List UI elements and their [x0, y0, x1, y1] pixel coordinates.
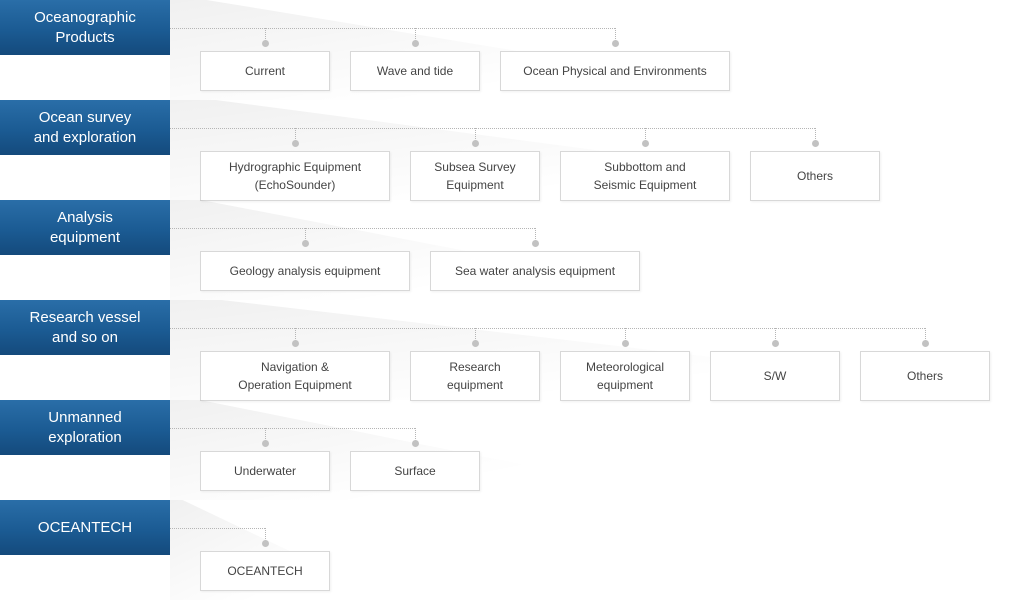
item-others[interactable]: Others	[860, 351, 990, 401]
item-sw[interactable]: S/W	[710, 351, 840, 401]
item-current[interactable]: Current	[200, 51, 330, 91]
item-others[interactable]: Others	[750, 151, 880, 201]
connector-line	[170, 228, 535, 229]
connector-dot	[812, 140, 819, 147]
connector-dot	[922, 340, 929, 347]
item-navigation-operation-equipment[interactable]: Navigation & Operation Equipment	[200, 351, 390, 401]
connector-dot	[412, 40, 419, 47]
connector-dot	[642, 140, 649, 147]
connector-line	[170, 528, 265, 529]
connector-dot	[292, 140, 299, 147]
item-hydrographic-equipment[interactable]: Hydrographic Equipment (EchoSounder)	[200, 151, 390, 201]
item-subsea-survey-equipment[interactable]: Subsea Survey Equipment	[410, 151, 540, 201]
category-button-analysis-equipment[interactable]: Analysis equipment	[0, 200, 170, 255]
connector-dot	[302, 240, 309, 247]
category-button-oceantech[interactable]: OCEANTECH	[0, 500, 170, 555]
connector-line	[170, 28, 615, 29]
connector-dot	[292, 340, 299, 347]
connector-dot	[262, 40, 269, 47]
item-wave-and-tide[interactable]: Wave and tide	[350, 51, 480, 91]
item-geology-analysis-equipment[interactable]: Geology analysis equipment	[200, 251, 410, 291]
item-research-equipment[interactable]: Research equipment	[410, 351, 540, 401]
category-row-ocean-survey: Ocean survey and exploration Hydrographi…	[0, 100, 1035, 201]
item-underwater[interactable]: Underwater	[200, 451, 330, 491]
connector-dot	[262, 440, 269, 447]
item-surface[interactable]: Surface	[350, 451, 480, 491]
category-button-unmanned-exploration[interactable]: Unmanned exploration	[0, 400, 170, 455]
category-row-oceantech: OCEANTECH OCEANTECH	[0, 500, 1035, 600]
item-subbottom-seismic-equipment[interactable]: Subbottom and Seismic Equipment	[560, 151, 730, 201]
item-ocean-physical-and-environments[interactable]: Ocean Physical and Environments	[500, 51, 730, 91]
connector-dot	[262, 540, 269, 547]
connector-dot	[772, 340, 779, 347]
connector-dot	[472, 340, 479, 347]
category-row-research-vessel: Research vessel and so on Navigation & O…	[0, 300, 1035, 401]
category-row-analysis-equipment: Analysis equipment Geology analysis equi…	[0, 200, 1035, 300]
item-meteorological-equipment[interactable]: Meteorological equipment	[560, 351, 690, 401]
connector-dot	[622, 340, 629, 347]
item-oceantech[interactable]: OCEANTECH	[200, 551, 330, 591]
connector-dot	[532, 240, 539, 247]
connector-line	[170, 128, 815, 129]
category-button-oceanographic-products[interactable]: Oceanographic Products	[0, 0, 170, 55]
category-row-oceanographic-products: Oceanographic Products Current Wave and …	[0, 0, 1035, 100]
category-row-unmanned-exploration: Unmanned exploration Underwater Surface	[0, 400, 1035, 500]
category-button-ocean-survey[interactable]: Ocean survey and exploration	[0, 100, 170, 155]
connector-dot	[412, 440, 419, 447]
connector-line	[170, 428, 415, 429]
category-button-research-vessel[interactable]: Research vessel and so on	[0, 300, 170, 355]
item-sea-water-analysis-equipment[interactable]: Sea water analysis equipment	[430, 251, 640, 291]
connector-dot	[612, 40, 619, 47]
connector-dot	[472, 140, 479, 147]
connector-line	[170, 328, 925, 329]
